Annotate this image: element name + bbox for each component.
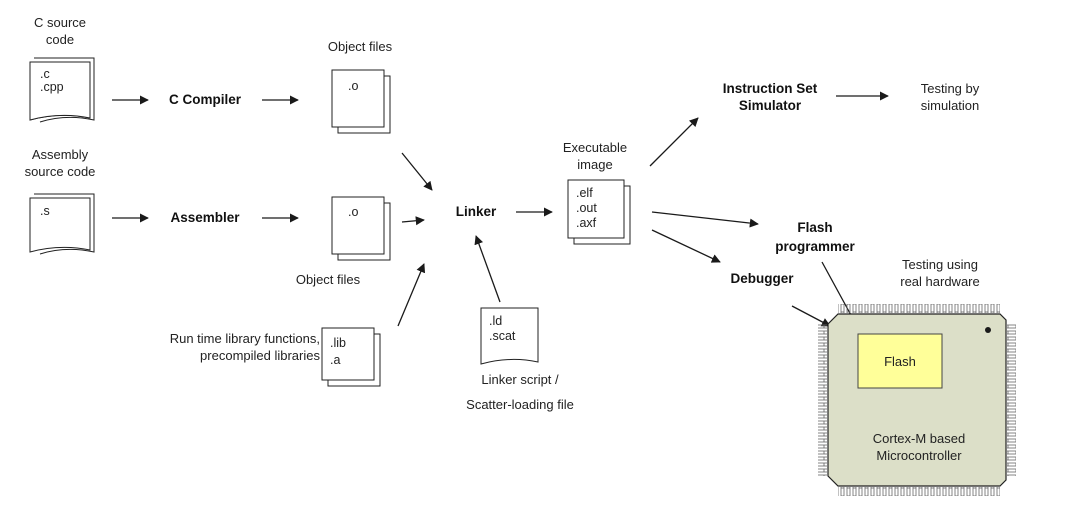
chip-pins-top bbox=[838, 304, 1000, 313]
axf-ext-label: .axf bbox=[576, 216, 597, 230]
chip-pins-right bbox=[1007, 324, 1016, 476]
chip-label: Cortex-M based bbox=[872, 431, 966, 446]
flash-block-label: Flash bbox=[884, 354, 916, 369]
a-ext-label: .a bbox=[330, 353, 341, 367]
arrow-objects-bottom-to-linker bbox=[401, 216, 425, 226]
out-ext-label: .out bbox=[576, 201, 597, 215]
o-ext-top: .o bbox=[348, 79, 359, 93]
arrow-debugger-to-chip bbox=[791, 305, 831, 327]
iss-label-2: Simulator bbox=[738, 98, 802, 113]
object-files-bottom-icon bbox=[331, 196, 391, 261]
runtime-libraries-icon bbox=[321, 327, 381, 387]
object-files-top-icon bbox=[331, 69, 391, 134]
arrow-executable-to-flashprog bbox=[651, 211, 759, 228]
o-ext-bottom: .o bbox=[348, 205, 359, 219]
chip-label-2: Microcontroller bbox=[876, 448, 962, 463]
cpp-ext-label: .cpp bbox=[40, 80, 64, 94]
s-ext-label: .s bbox=[40, 204, 50, 218]
scatter-loading-label: Scatter-loading file bbox=[466, 397, 574, 412]
debugger-label: Debugger bbox=[730, 271, 794, 286]
microcontroller-chip bbox=[818, 304, 1016, 496]
object-files-bottom-label: Object files bbox=[295, 272, 361, 287]
c-source-label: C source bbox=[33, 15, 87, 30]
testing-simulation-label-2: simulation bbox=[920, 98, 980, 113]
flash-programmer-label-2: programmer bbox=[775, 239, 855, 254]
flash-programmer-label: Flash bbox=[797, 220, 833, 235]
asm-source-document-icon bbox=[29, 193, 95, 255]
linker-script-document-icon bbox=[480, 307, 539, 365]
scat-ext-label: .scat bbox=[489, 329, 516, 343]
chip-pins-bottom bbox=[838, 487, 1000, 496]
linker-script-label: Linker script / bbox=[481, 372, 559, 387]
object-files-top-label: Object files bbox=[327, 39, 393, 54]
executable-label: Executable bbox=[562, 140, 628, 155]
assembler-label: Assembler bbox=[170, 210, 240, 225]
iss-label: Instruction Set bbox=[722, 81, 818, 96]
arrow-libraries-to-linker bbox=[397, 263, 426, 327]
arrow-script-to-linker bbox=[474, 235, 501, 303]
lib-ext-label: .lib bbox=[330, 336, 346, 350]
runtime-libraries-label: Run time library functions, bbox=[169, 331, 320, 346]
arrow-objects-top-to-linker bbox=[401, 152, 433, 191]
elf-ext-label: .elf bbox=[576, 186, 593, 200]
linker-label: Linker bbox=[455, 204, 497, 219]
c-source-label-2: code bbox=[45, 32, 75, 47]
flash-block bbox=[857, 333, 943, 389]
c-ext-label: .c bbox=[40, 67, 50, 81]
executable-label-2: image bbox=[577, 157, 613, 172]
runtime-libraries-label-2: precompiled libraries bbox=[200, 348, 320, 363]
c-source-document-icon bbox=[29, 57, 95, 123]
asm-source-label: Assembly bbox=[31, 147, 89, 162]
ld-ext-label: .ld bbox=[489, 314, 503, 328]
testing-hardware-label: Testing using bbox=[902, 257, 978, 272]
executable-image-icon bbox=[567, 179, 631, 245]
testing-simulation-label: Testing by bbox=[920, 81, 980, 96]
arrow-executable-to-debugger bbox=[651, 229, 721, 263]
testing-hardware-label-2: real hardware bbox=[900, 274, 980, 289]
arrow-executable-to-iss bbox=[649, 117, 699, 167]
chip-pin1-dot bbox=[985, 327, 991, 333]
c-compiler-label: C Compiler bbox=[168, 92, 241, 107]
asm-source-label-2: source code bbox=[24, 164, 96, 179]
chip-pins-left bbox=[818, 324, 827, 476]
